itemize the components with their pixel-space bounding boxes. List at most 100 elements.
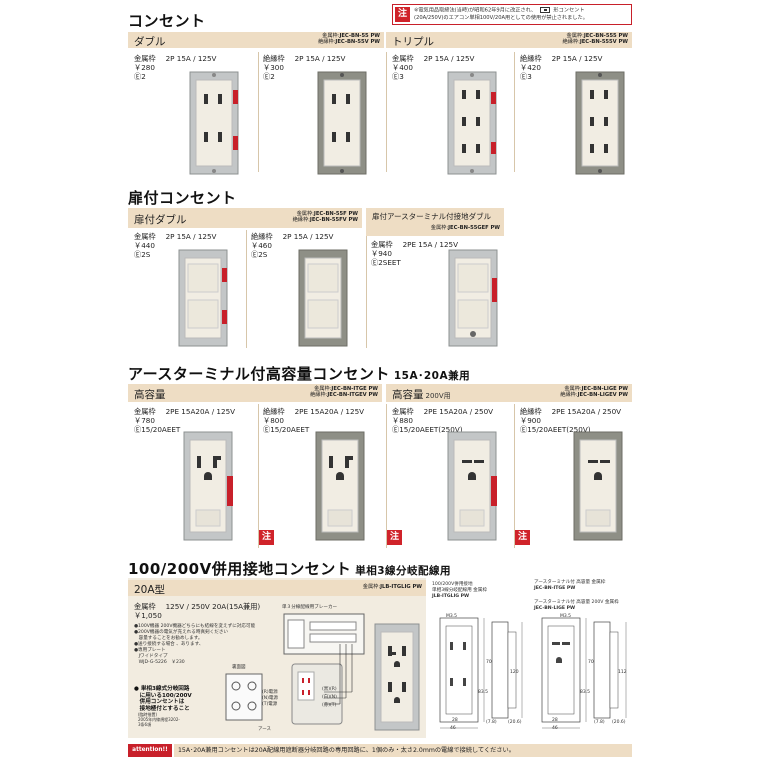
dim-label: 70: [588, 660, 594, 665]
dual-bullets: ●100V機器 200V機器どちらにも結線を変えずに対応可能 ●200V機器の電…: [134, 624, 255, 666]
band-earth-left-partno: 金属枠:JEC-BN-ITGE PW 絶縁枠:JEC-BN-ITGEV PW: [310, 386, 378, 399]
notice-box: 注 ※電気用品取締法(当時)が昭和62年9月に改正され、 形コンセント (20A…: [392, 4, 632, 25]
dim-label: 46: [450, 726, 456, 731]
band-earth-left-label: 高容量: [134, 389, 166, 401]
band-door-earth-partno: 金属枠:JEC-BN-55GEF PW: [430, 225, 500, 231]
outlet-high-right-ins-image: [573, 431, 623, 541]
divider: [514, 404, 515, 548]
dual-bullet: ●送り接続する場合 、あります、: [134, 642, 204, 647]
band-earth-left: 高容量 金属枠:JEC-BN-ITGE PW 絶縁枠:JEC-BN-ITGEV …: [128, 384, 382, 402]
dim-label: 28: [452, 718, 458, 723]
dim-label: 120: [510, 670, 519, 675]
band-dual-partno: 金属枠:JLB-ITGLIG PW: [362, 584, 422, 590]
band-triple-label: トリプル: [392, 36, 434, 48]
dimension-drawing-left: [439, 617, 523, 729]
dimension-drawing-right: [541, 617, 627, 729]
dim-label: 46: [552, 726, 558, 731]
notice-badge: 注: [395, 7, 410, 22]
back-view-label: 裏面図: [232, 665, 246, 670]
notice-line-1: ※電気用品取締法(当時)が昭和62年9月に改正され、 形コンセント: [414, 7, 585, 14]
plug-shape-icon: [539, 7, 550, 13]
terminal-labels: (R)電源 (N)電源 (T)電源: [262, 690, 278, 707]
dim-label: (7.8): [486, 720, 497, 725]
band-door-earth: 扉付アースターミナル付接地ダブル 金属枠:JEC-BN-55GEF PW: [366, 208, 504, 236]
band-door-double: 扉付ダブル 金属枠:JEC-BN-55F PW 絶縁枠:JEC-BN-55FV …: [128, 208, 362, 228]
dim-label: 112: [618, 670, 627, 675]
band-door-double-partno: 金属枠:JEC-BN-55F PW 絶縁枠:JEC-BN-55FV PW: [292, 211, 358, 224]
dim-label: M3.5: [560, 614, 572, 619]
dim-label: (20.6): [508, 720, 522, 725]
outlet-door-ins-image: [298, 249, 348, 347]
outlet-high-left-metal-image: [183, 431, 233, 541]
divider: [514, 52, 515, 172]
dim-label: (20.6): [612, 720, 626, 725]
wire-labels: (黒)(R) (白)(N) (赤)(T): [322, 687, 337, 708]
dual-bullet: 容量することをお勧めします。: [134, 636, 203, 641]
attention-badge: attention!!: [128, 744, 172, 757]
caution-badge-1: 注: [259, 530, 274, 545]
dim-label: 83.5: [478, 690, 489, 695]
outlet-triple-ins-image: [575, 71, 625, 175]
caution-badge-2: 注: [387, 530, 402, 545]
divider: [246, 230, 247, 348]
drawing-left-caption: 100/200V併用接地 単相3線分岐配線用 金属枠 JLB-ITGLIG PW: [432, 582, 487, 599]
dual-highlight-note: ● 単相3線式分岐回路 に用いる100/200V 併用コンセントは 接地極付とす…: [134, 686, 192, 727]
outlet-high-right-metal-image: [447, 431, 497, 541]
band-earth-right-partno: 金属枠:JEC-BN-LIGE PW 絶縁枠:JEC-BN-LIGEV PW: [560, 386, 628, 399]
panel-title: 単３分線配線用ブレーカー: [282, 605, 338, 610]
outlet-door-earth-image: [448, 249, 498, 347]
section-title-dual: 100/200V併用接地コンセント単相3線分岐配線用: [128, 560, 452, 578]
band-triple-partno: 金属枠:JEC-BN-555 PW 絶縁枠:JEC-BN-555V PW: [562, 33, 629, 46]
earth-label: アース: [258, 727, 272, 732]
outlet-dual-image: [374, 623, 420, 731]
band-double-partno: 金属枠:JEC-BN-55 PW 絶縁枠:JEC-BN-55V PW: [318, 33, 380, 46]
divider: [258, 404, 259, 548]
band-door-earth-label: 扉付アースターミナル付接地ダブル: [372, 212, 492, 221]
footer-note: 15A･20A兼用コンセントは20A配線用遮断器分岐回路の専用回路に、1個のみ・…: [174, 744, 632, 757]
dim-label: 83.5: [580, 690, 591, 695]
dual-bullet: ●100V機器 200V機器どちらにも結線を変えずに対応可能: [134, 624, 256, 629]
dim-label: (7.8): [594, 720, 605, 725]
dim-label: 70: [486, 660, 492, 665]
dual-bullet: WJD-G-5226 ￥230: [134, 660, 185, 665]
outlet-double-metal-image: [189, 71, 239, 175]
outlet-double-ins-image: [317, 71, 367, 175]
band-dual: 20A型 金属枠:JLB-ITGLIG PW: [128, 580, 426, 596]
notice-line-2: (20A/250V)のエアコン単相100V/20A用としての使用が禁止されました…: [414, 15, 588, 21]
dim-label: M3.5: [446, 614, 458, 619]
outlet-high-left-ins-image: [315, 431, 365, 541]
section-title-consent: コンセント: [128, 12, 206, 30]
divider: [386, 52, 387, 172]
caution-badge-3: 注: [515, 530, 530, 545]
band-double-label: ダブル: [134, 36, 166, 48]
back-view-diagram: [225, 673, 263, 721]
divider: [386, 404, 387, 548]
dual-bullet: Jワイドタイプ: [134, 654, 168, 659]
drawing-right-caption-top: アースターミナル付 高容量 金属枠 JEC-BN-ITGE PW: [534, 580, 606, 591]
wiring-diagram: [283, 613, 365, 725]
outlet-door-metal-image: [178, 249, 228, 347]
outlet-triple-metal-image: [447, 71, 497, 175]
section-title-door: 扉付コンセント: [128, 189, 237, 207]
divider: [258, 52, 259, 172]
footer-text: 15A･20A兼用コンセントは20A配線用遮断器分岐回路の専用回路に、1個のみ・…: [178, 747, 515, 754]
dual-bullet: ●専用プレート: [134, 648, 166, 653]
band-door-double-label: 扉付ダブル: [134, 214, 187, 226]
band-triple: トリプル 金属枠:JEC-BN-555 PW 絶縁枠:JEC-BN-555V P…: [386, 32, 632, 48]
divider: [366, 236, 367, 348]
